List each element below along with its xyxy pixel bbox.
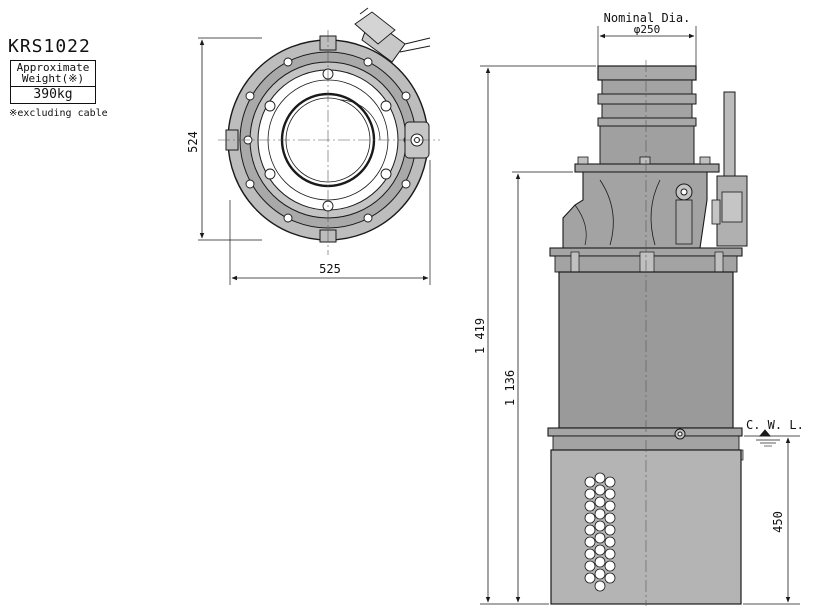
- cwl-label: C. W. L.: [746, 418, 804, 432]
- strainer-holes: [584, 472, 616, 592]
- weight-note: ※excluding cable: [9, 108, 108, 119]
- nominal-dia-label: Nominal Dia.: [604, 11, 691, 25]
- bottom-flange: [547, 427, 743, 437]
- discharge-flange: [597, 65, 697, 81]
- strainer-height-label: 450: [771, 511, 785, 533]
- weight-label: Approximate Weight(※): [11, 61, 95, 87]
- weight-label-line2: Weight(※): [21, 72, 85, 85]
- nominal-dia-value: φ250: [634, 23, 661, 36]
- weight-value: 390kg: [33, 87, 73, 102]
- total-height-label: 1 419: [473, 318, 487, 354]
- weight-label-line1: Approximate: [16, 61, 90, 74]
- top-view: [198, 7, 440, 285]
- height-dim-label: 524: [186, 131, 200, 153]
- model-title: KRS1022: [8, 36, 91, 57]
- side-view: [480, 26, 800, 606]
- weight-box: Approximate Weight(※) 390kg: [10, 60, 96, 104]
- cwl-marker: [758, 429, 772, 437]
- width-dim-label: 525: [319, 262, 341, 276]
- top-cover: [574, 163, 720, 173]
- body-height-label: 1 136: [503, 370, 517, 406]
